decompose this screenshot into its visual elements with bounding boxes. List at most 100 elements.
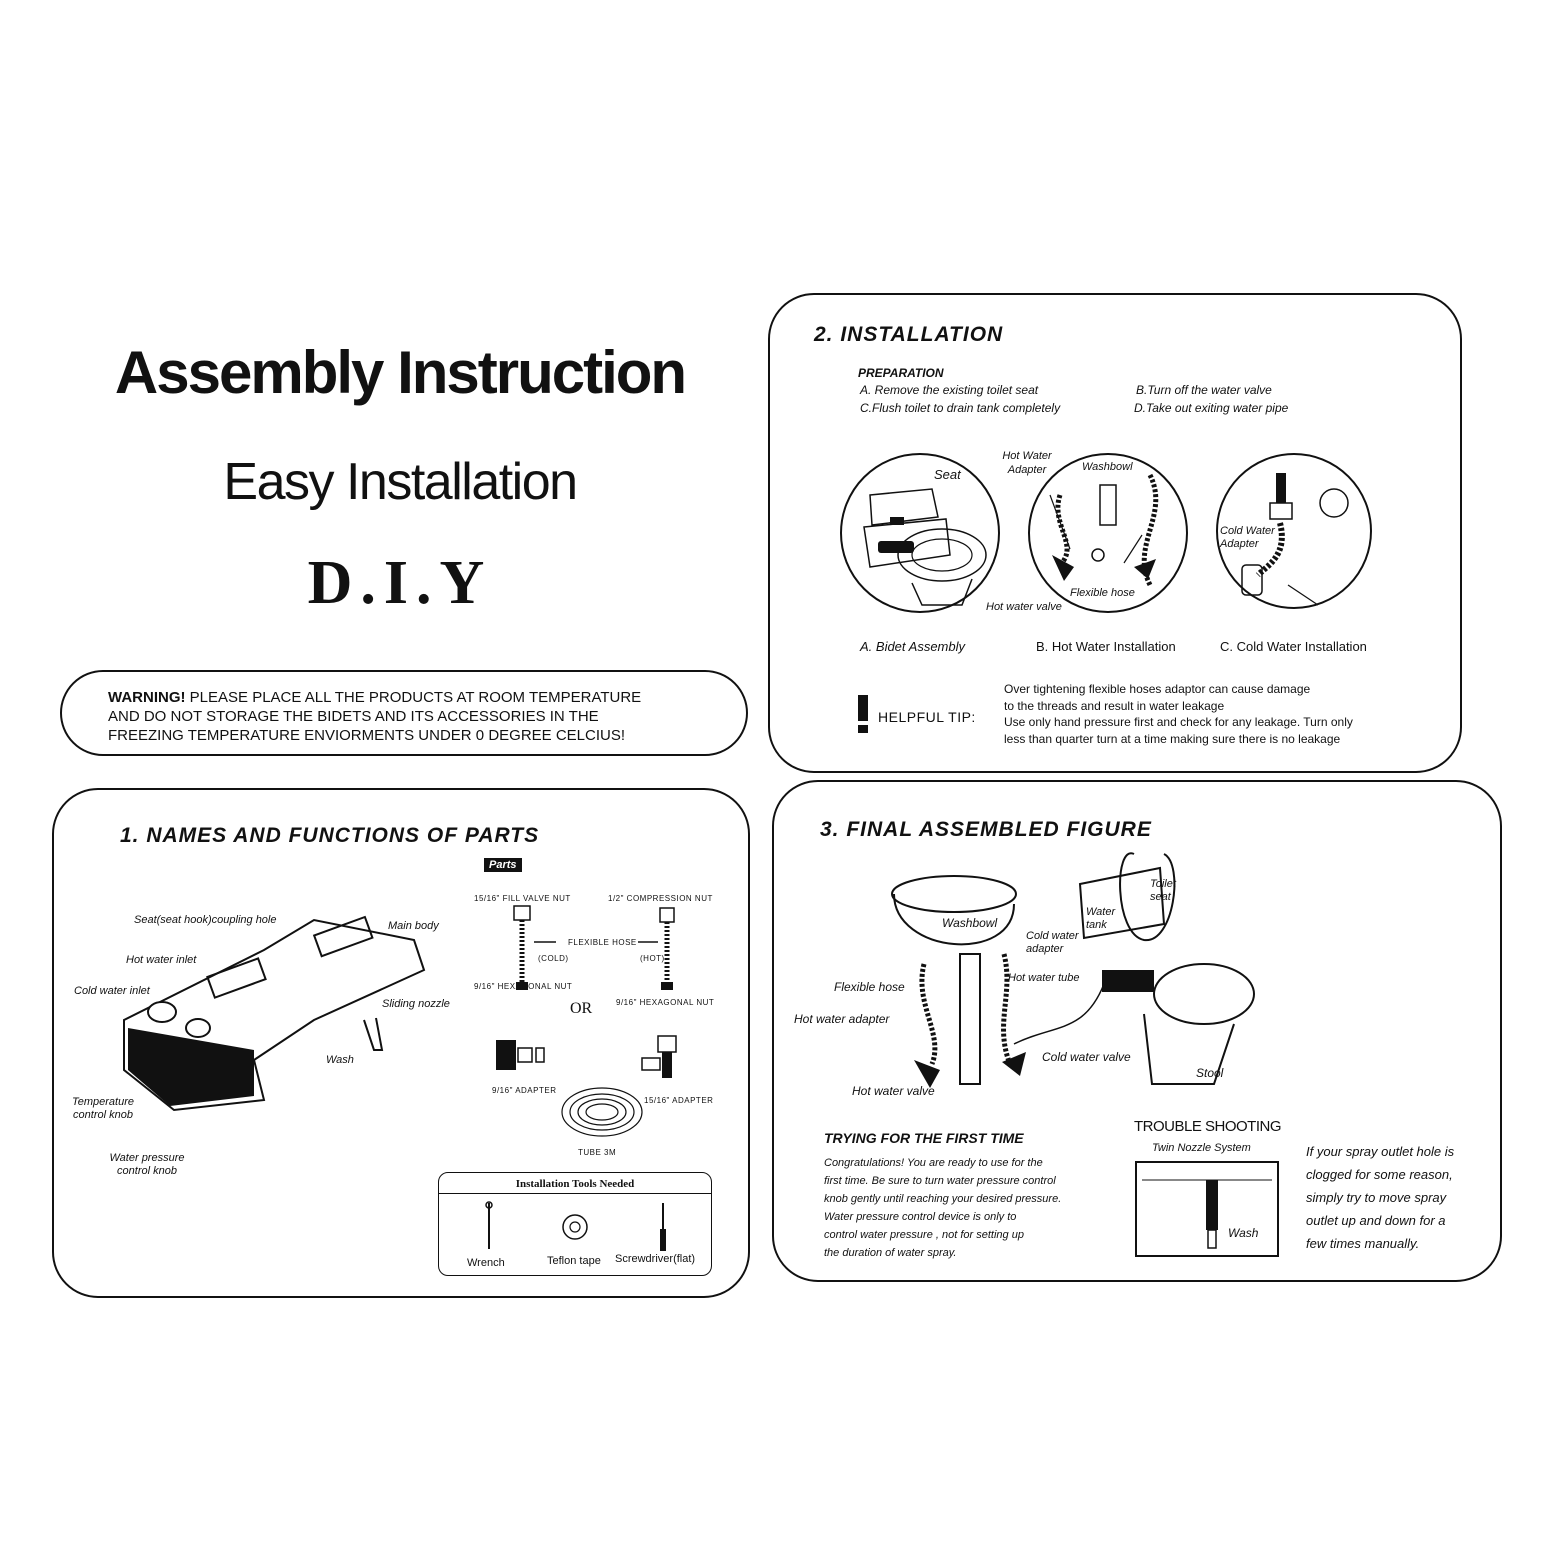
trying-line-6: the duration of water spray. <box>824 1247 957 1259</box>
flex-hose-label: FLEXIBLE HOSE <box>568 938 637 947</box>
adapter-916-label: 9/16" ADAPTER <box>492 1086 557 1095</box>
bidet-assembly-figure: Seat <box>840 453 1000 613</box>
washbowl-label: Washbowl <box>1082 461 1133 473</box>
hot-water-adapter-label: Hot Water Adapter <box>1002 450 1052 476</box>
trying-title: TRYING FOR THE FIRST TIME <box>824 1130 1024 1146</box>
trouble-line-3: simply try to move spray <box>1306 1190 1447 1205</box>
parts-title: 1. NAMES AND FUNCTIONS OF PARTS <box>120 824 540 847</box>
water-tank-label: Water tank <box>1086 906 1116 931</box>
hot-water-valve-label: Hot water valve <box>986 601 1062 613</box>
caption-hot-water: B. Hot Water Installation <box>1036 639 1176 654</box>
trying-line-1: Congratulations! You are ready to use fo… <box>824 1157 1043 1169</box>
wash-label: Wash <box>326 1054 354 1066</box>
twin-nozzle-label: Twin Nozzle System <box>1152 1142 1251 1154</box>
cold-water-valve-label: Cold water valve <box>1042 1050 1131 1064</box>
warning-line-2: AND DO NOT STORAGE THE BIDETS AND ITS AC… <box>108 708 599 725</box>
cold-water-adapter-label: Cold Water Adapter <box>1220 525 1275 550</box>
trouble-text: If your spray outlet hole is clogged for… <box>1306 1140 1454 1255</box>
exclamation-icon <box>858 695 868 733</box>
adapter-1516-label: 15/16" ADAPTER <box>644 1096 714 1105</box>
trouble-line-1: If your spray outlet hole is <box>1306 1144 1455 1159</box>
hex-nut-left-label: 9/16" HEXAGONAL NUT <box>474 982 573 991</box>
trying-line-2: first time. Be sure to turn water pressu… <box>824 1175 1056 1187</box>
trouble-line-5: few times manually. <box>1306 1236 1420 1251</box>
compression-nut-label: 1/2" COMPRESSION NUT <box>608 894 713 903</box>
cold-water-figure: Cold Water Adapter <box>1216 453 1372 609</box>
page-title: Assembly Instruction <box>114 339 687 406</box>
tool-teflon-label: Teflon tape <box>547 1255 601 1267</box>
trying-line-4: Water pressure control device is only to <box>824 1211 1017 1223</box>
page-subtitle: Easy Installation <box>223 453 578 511</box>
warning-line-1: PLEASE PLACE ALL THE PRODUCTS AT ROOM TE… <box>189 689 642 706</box>
cold-water-adapter-final-label: Cold water adapter <box>1026 930 1079 955</box>
preparation-title: PREPARATION <box>858 366 944 380</box>
final-assembly-illustration <box>891 852 1255 1088</box>
parts-panel: 1. NAMES AND FUNCTIONS OF PARTS Parts Se… <box>52 788 750 1298</box>
final-panel: 3. FINAL ASSEMBLED FIGURE Toilet seat Wa… <box>772 780 1502 1282</box>
warning-box: WARNING! PLEASE PLACE ALL THE PRODUCTS A… <box>60 670 748 756</box>
tip-line-1: Over tightening flexible hoses adaptor c… <box>1004 682 1311 696</box>
cold-label: (COLD) <box>538 954 569 963</box>
adapters-tube-illustration <box>496 1035 677 1137</box>
seat-label: Seat <box>934 467 961 482</box>
hot-water-inlet-label: Hot water inlet <box>126 954 197 966</box>
tip-line-4: less than quarter turn at a time making … <box>1004 731 1341 746</box>
tools-box: Installation Tools Needed Wrench Teflon … <box>438 1172 712 1276</box>
main-body-label: Main body <box>388 920 439 932</box>
stool-label: Stool <box>1196 1066 1224 1080</box>
washbowl-label-final: Washbowl <box>942 916 998 930</box>
tip-line-2: to the threads and result in water leaka… <box>1004 698 1225 713</box>
nozzle-wash-label: Wash <box>1228 1226 1259 1240</box>
fill-valve-nut-label: 15/16" FILL VALVE NUT <box>474 894 571 903</box>
prep-step-a: A. Remove the existing toilet seat <box>860 383 1039 397</box>
warning-label: WARNING! <box>108 689 186 706</box>
trouble-line-4: outlet up and down for a <box>1306 1213 1446 1228</box>
helpful-tip-text: Over tightening flexible hoses adaptor c… <box>1004 681 1353 747</box>
hex-nut-right-label: 9/16" HEXAGONAL NUT <box>616 998 715 1007</box>
tube-label: TUBE 3M <box>578 1148 617 1157</box>
final-title: 3. FINAL ASSEMBLED FIGURE <box>820 818 1152 841</box>
trying-text: Congratulations! You are ready to use fo… <box>824 1154 1061 1262</box>
helpful-tip-label: HELPFUL TIP: <box>878 709 976 725</box>
trouble-title: TROUBLE SHOOTING <box>1134 1118 1282 1135</box>
installation-title: 2. INSTALLATION <box>814 323 1004 346</box>
warning-line-3: FREEZING TEMPERATURE ENVIORMENTS UNDER 0… <box>108 727 626 744</box>
trying-line-3: knob gently until reaching your desired … <box>824 1193 1062 1205</box>
parts-badge: Parts <box>484 858 522 872</box>
warning-text: WARNING! PLEASE PLACE ALL THE PRODUCTS A… <box>108 688 708 745</box>
hot-water-figure: Hot Water Adapter Washbowl Flexible hose <box>1002 450 1188 613</box>
tool-screwdriver-label: Screwdriver(flat) <box>615 1253 696 1265</box>
flexible-hose-illustration <box>513 905 675 990</box>
flexible-hose-label: Flexible hose <box>1070 587 1135 599</box>
or-label: OR <box>570 1000 593 1017</box>
flexible-hose-final-label: Flexible hose <box>834 980 905 994</box>
prep-step-c: C.Flush toilet to drain tank completely <box>860 401 1061 415</box>
toilet-seat-label: Toilet seat <box>1150 878 1176 903</box>
hot-water-valve-final-label: Hot water valve <box>852 1084 935 1098</box>
temperature-knob-label: Temperature control knob <box>72 1096 134 1121</box>
trouble-line-2: clogged for some reason, <box>1306 1167 1453 1182</box>
bidet-body-illustration <box>123 915 426 1112</box>
hot-water-illustration <box>1049 473 1159 587</box>
tip-line-3: Use only hand pressure first and check f… <box>1004 715 1353 729</box>
cold-water-inlet-label: Cold water inlet <box>74 985 150 997</box>
hot-water-adapter-final-label: Hot water adapter <box>794 1012 890 1026</box>
hot-label: (HOT) <box>640 954 665 963</box>
prep-step-d: D.Take out exiting water pipe <box>1134 401 1289 415</box>
tool-wrench-label: Wrench <box>467 1257 505 1269</box>
caption-bidet-assembly: A. Bidet Assembly <box>860 639 966 654</box>
seat-hook-label: Seat(seat hook)coupling hole <box>134 914 277 926</box>
pressure-knob-label: Water pressure control knob <box>109 1152 185 1177</box>
nozzle-illustration <box>1135 1161 1279 1257</box>
toilet-illustration <box>863 488 987 606</box>
tools-illustration <box>485 1201 666 1251</box>
tools-title: Installation Tools Needed <box>515 1178 635 1190</box>
prep-step-b: B.Turn off the water valve <box>1136 383 1272 397</box>
installation-panel: 2. INSTALLATION PREPARATION A. Remove th… <box>768 293 1462 773</box>
sliding-nozzle-label: Sliding nozzle <box>382 998 450 1010</box>
trying-line-5: control water pressure , not for setting… <box>824 1229 1024 1241</box>
caption-cold-water: C. Cold Water Installation <box>1220 639 1367 654</box>
hot-water-tube-label: Hot water tube <box>1008 972 1080 984</box>
cold-water-illustration <box>1241 473 1349 606</box>
diy-heading: D.I.Y <box>307 549 493 617</box>
